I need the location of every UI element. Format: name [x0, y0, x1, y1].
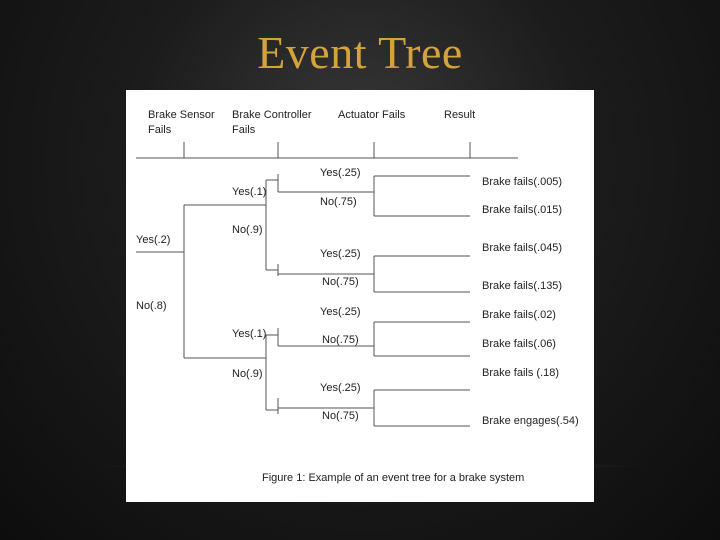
result-7: Brake fails (.18) — [482, 367, 560, 379]
c1-no-label: No(.9) — [232, 224, 263, 236]
c2-yes-label: Yes(.1) — [232, 328, 267, 340]
result-1: Brake fails(.005) — [482, 176, 563, 188]
c1-yes-label: Yes(.1) — [232, 186, 267, 198]
result-6: Brake fails(.06) — [482, 338, 556, 350]
result-5: Brake fails(.02) — [482, 309, 556, 321]
a2-no-label: No(.75) — [322, 276, 359, 288]
a1-yes-label: Yes(.25) — [320, 167, 361, 179]
result-8: Brake engages(.54) — [482, 415, 579, 427]
a4-no-label: No(.75) — [322, 410, 359, 422]
result-2: Brake fails(.015) — [482, 204, 563, 216]
header-brake-controller: Brake Controller Fails — [232, 109, 312, 136]
header-brake-sensor: Brake Sensor Fails — [148, 109, 215, 136]
a1-no-label: No(.75) — [320, 196, 357, 208]
sensor-yes-label: Yes(.2) — [136, 234, 171, 246]
header-result: Result — [444, 109, 476, 121]
event-tree-figure: Brake Sensor Fails Brake Controller Fail… — [126, 90, 594, 502]
header-actuator: Actuator Fails — [338, 109, 406, 121]
a4-yes-label: Yes(.25) — [320, 382, 361, 394]
sensor-no-label: No(.8) — [136, 300, 167, 312]
a2-yes-label: Yes(.25) — [320, 248, 361, 260]
result-3: Brake fails(.045) — [482, 242, 563, 254]
a3-yes-label: Yes(.25) — [320, 306, 361, 318]
event-tree-lines — [136, 142, 518, 427]
c2-no-label: No(.9) — [232, 368, 263, 380]
result-4: Brake fails(.135) — [482, 280, 563, 292]
slide-title: Event Tree — [257, 27, 463, 78]
a3-no-label: No(.75) — [322, 334, 359, 346]
figure-caption: Figure 1: Example of an event tree for a… — [262, 472, 525, 484]
